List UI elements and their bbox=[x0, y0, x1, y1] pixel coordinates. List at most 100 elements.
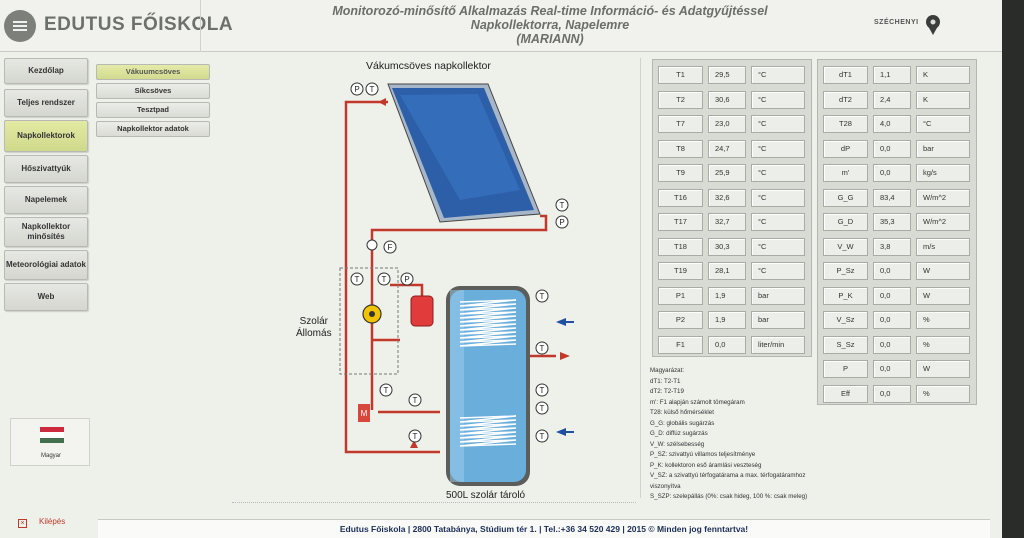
value-label-cell: T9 bbox=[658, 164, 703, 182]
nav-item-full-system[interactable]: Teljes rendszer bbox=[4, 89, 88, 117]
value-label-cell: T7 bbox=[658, 115, 703, 133]
nav-item-solar-panels[interactable]: Napelemek bbox=[4, 186, 88, 214]
value-label-cell: T2 bbox=[658, 90, 703, 109]
svg-text:T: T bbox=[540, 404, 545, 413]
unit-cell: bar bbox=[916, 139, 970, 158]
unit-cell: °C bbox=[751, 115, 805, 133]
value-label-cell: T19 bbox=[658, 262, 703, 280]
value-cell: 0,0 bbox=[873, 384, 911, 403]
value-label-cell: P_Sz bbox=[823, 262, 868, 280]
nav-label: Napkollektorok bbox=[17, 131, 75, 140]
value-label-cell: V_Sz bbox=[823, 311, 868, 329]
title-line: (MARIANN) bbox=[516, 32, 584, 46]
value-label-cell: dP bbox=[823, 139, 868, 158]
sensor-icon: M bbox=[361, 409, 368, 418]
value-label-cell: T8 bbox=[658, 139, 703, 158]
divider bbox=[640, 58, 641, 498]
value-label-cell: dT1 bbox=[823, 66, 868, 84]
flow-arrow-icon bbox=[410, 440, 418, 448]
sensor-icon: T bbox=[350, 272, 364, 286]
legend-line: G_D: diffúz sugárzás bbox=[650, 430, 708, 437]
legend-line: P_SZ: szivattyú villamos teljesítménye bbox=[650, 451, 756, 458]
language-selector[interactable]: Magyar bbox=[10, 418, 90, 466]
unit-cell: liter/min bbox=[751, 335, 805, 354]
nav-label: Napkollektor minősítés bbox=[21, 222, 71, 241]
unit-cell: °C bbox=[751, 139, 805, 158]
sensor-icon: T bbox=[379, 383, 393, 397]
partner-logo-text: SZÉCHENYI bbox=[874, 19, 919, 26]
value-cell: 30,6 bbox=[708, 90, 746, 109]
unit-cell: K bbox=[916, 90, 970, 109]
sensor-icon: T bbox=[555, 198, 569, 212]
unit-cell: % bbox=[916, 384, 970, 403]
header: EDUTUS FŐISKOLA Monitorozó-minősítő Alka… bbox=[0, 0, 1002, 52]
subnav-item-flat-tube[interactable]: Síkcsöves bbox=[96, 83, 210, 99]
value-cell: 0,0 bbox=[873, 139, 911, 158]
value-cell: 23,0 bbox=[708, 115, 746, 133]
svg-text:T: T bbox=[540, 292, 545, 301]
value-cell: 1,1 bbox=[873, 66, 911, 84]
svg-text:P: P bbox=[404, 275, 409, 284]
unit-cell: bar bbox=[751, 311, 805, 329]
unit-cell: °C bbox=[751, 90, 805, 109]
footer: Edutus Főiskola | 2800 Tatabánya, Stúdiu… bbox=[98, 519, 990, 538]
value-cell: 1,9 bbox=[708, 286, 746, 305]
value-cell: 1,9 bbox=[708, 311, 746, 329]
svg-text:T: T bbox=[384, 386, 389, 395]
value-label-cell: P_K bbox=[823, 286, 868, 305]
nav-item-solar-collectors[interactable]: Napkollektorok bbox=[4, 120, 88, 152]
location-pin-icon bbox=[926, 15, 940, 35]
value-cell: 0,0 bbox=[873, 164, 911, 182]
nav-item-web[interactable]: Web bbox=[4, 283, 88, 311]
menu-icon[interactable] bbox=[4, 10, 36, 42]
svg-text:T: T bbox=[540, 386, 545, 395]
solar-collector bbox=[387, 83, 541, 223]
divider bbox=[200, 0, 201, 52]
value-cell: 4,0 bbox=[873, 115, 911, 133]
value-cell: 0,0 bbox=[873, 360, 911, 378]
nav-item-home[interactable]: Kezdőlap bbox=[4, 58, 88, 84]
value-cell: 0,0 bbox=[708, 335, 746, 354]
nav-item-heat-pumps[interactable]: Hőszivattyúk bbox=[4, 155, 88, 183]
sensor-icon: T bbox=[535, 429, 549, 443]
subnav-item-test-bench[interactable]: Tesztpad bbox=[96, 102, 210, 118]
legend-line: V_W: szélsebesség bbox=[650, 440, 705, 448]
subnav-item-vacuum-tube[interactable]: Vákuumcsöves bbox=[96, 64, 210, 80]
svg-text:P: P bbox=[354, 85, 359, 94]
subnav-label: Vákuumcsöves bbox=[125, 67, 181, 76]
flow-arrow-icon bbox=[560, 352, 570, 360]
subnav-item-collector-data[interactable]: Napkollektor adatok bbox=[96, 121, 210, 137]
solar-station-label: Szolár Állomás bbox=[296, 316, 332, 340]
unit-cell: W bbox=[916, 360, 970, 378]
flow-arrow-icon bbox=[378, 98, 386, 106]
value-cell: 28,1 bbox=[708, 262, 746, 280]
value-cell: 0,0 bbox=[873, 335, 911, 354]
legend-line: S_SZP: szelepállás (0%: csak hideg, 100 … bbox=[650, 493, 808, 500]
svg-text:T: T bbox=[382, 275, 387, 284]
title-line: Napkollektorra, Napelemre bbox=[470, 18, 630, 32]
horizontal-scrollbar[interactable] bbox=[232, 502, 636, 510]
unit-cell: K bbox=[916, 66, 970, 84]
value-label-cell: Eff bbox=[823, 384, 868, 403]
value-label-cell: T18 bbox=[658, 237, 703, 256]
language-label: Magyar bbox=[40, 453, 61, 459]
svg-text:M: M bbox=[361, 409, 368, 418]
sensor-icon: T bbox=[408, 429, 422, 443]
nav-item-weather-data[interactable]: Meteorológiai adatok bbox=[4, 250, 88, 280]
unit-cell: W bbox=[916, 286, 970, 305]
legend-line: P_K: kollektoron eső áramlási veszteség bbox=[650, 461, 762, 469]
value-label-cell: P bbox=[823, 360, 868, 378]
exit-button[interactable]: ×Kilépés bbox=[18, 517, 65, 528]
flow-meter-icon bbox=[366, 239, 378, 251]
nav-label: Web bbox=[37, 292, 55, 301]
unit-cell: kg/s bbox=[916, 164, 970, 182]
storage-tank bbox=[446, 286, 530, 486]
value-label-cell: F1 bbox=[658, 335, 703, 354]
unit-cell: °C bbox=[751, 213, 805, 231]
value-cell: 0,0 bbox=[873, 286, 911, 305]
nav-item-collector-rating[interactable]: Napkollektor minősítés bbox=[4, 217, 88, 247]
sensor-icon: T bbox=[377, 272, 391, 286]
